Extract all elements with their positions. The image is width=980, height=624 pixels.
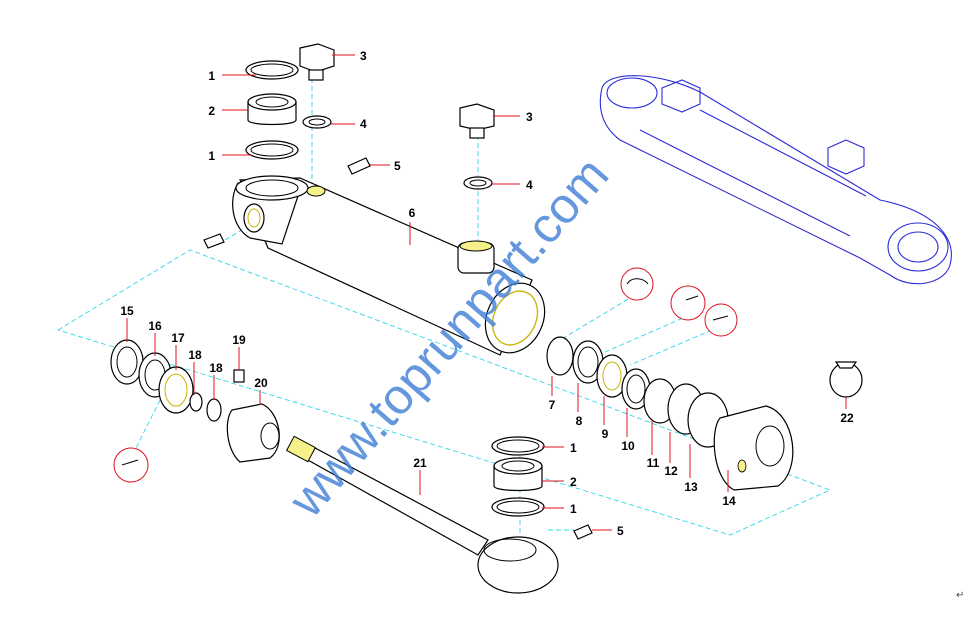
callout-21: 21 xyxy=(413,456,427,470)
callout-14: 14 xyxy=(722,494,736,508)
callout-5: 5 xyxy=(394,159,401,173)
callout-8: 8 xyxy=(576,414,583,428)
upper-rings-group xyxy=(245,60,299,160)
callout-18: 18 xyxy=(209,361,223,375)
callout-16: 16 xyxy=(148,319,162,333)
callout-22: 22 xyxy=(840,411,854,425)
callout-19: 19 xyxy=(232,333,246,347)
callout-9: 9 xyxy=(602,427,609,441)
callout-1: 1 xyxy=(570,502,577,516)
callout-10: 10 xyxy=(621,439,635,453)
callout-3: 3 xyxy=(360,49,367,63)
callout-1: 1 xyxy=(208,149,215,163)
part-22-bulb xyxy=(829,361,863,398)
callout-13: 13 xyxy=(684,480,698,494)
callout-4: 4 xyxy=(526,178,533,192)
callout-labels: 1 2 3 4 1 5 3 4 6 15 16 17 18 19 18 20 2… xyxy=(120,49,854,538)
callout-15: 15 xyxy=(120,304,134,318)
left-seal-set xyxy=(110,339,280,463)
callout-1: 1 xyxy=(208,69,215,83)
callout-20: 20 xyxy=(254,376,268,390)
callout-3: 3 xyxy=(526,110,533,124)
callout-5: 5 xyxy=(617,524,624,538)
lower-rings-group xyxy=(491,436,545,517)
callout-6: 6 xyxy=(409,206,416,220)
piston-rod xyxy=(285,435,559,594)
cylinder-barrel xyxy=(232,175,546,356)
callout-12: 12 xyxy=(664,464,678,478)
callout-4: 4 xyxy=(360,117,367,131)
grease-fittings xyxy=(203,157,593,540)
callout-11: 11 xyxy=(647,456,660,470)
corner-mark: ↵ xyxy=(956,590,964,601)
leader-lines xyxy=(126,54,847,531)
seal-detail-circles xyxy=(113,267,738,483)
callout-2: 2 xyxy=(570,475,577,489)
bolt-3-upper-left xyxy=(299,43,335,129)
callout-18: 18 xyxy=(188,348,202,362)
callout-2: 2 xyxy=(208,104,215,118)
callout-7: 7 xyxy=(549,398,556,412)
bolt-3-upper-right xyxy=(459,103,495,190)
callout-17: 17 xyxy=(171,331,185,345)
piston-seal-set xyxy=(546,336,794,491)
callout-1: 1 xyxy=(570,441,577,455)
assembled-cylinder-view xyxy=(599,75,952,285)
